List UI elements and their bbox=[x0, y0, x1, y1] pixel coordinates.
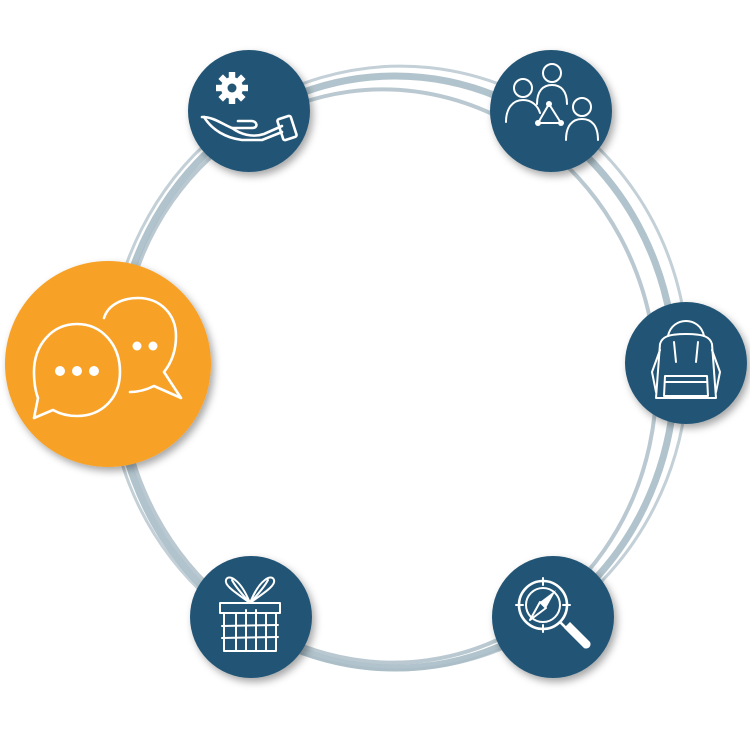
node-chat[interactable] bbox=[5, 261, 211, 467]
node-explore-circle bbox=[492, 556, 614, 678]
node-explore[interactable] bbox=[492, 556, 614, 678]
hand-gear-icon bbox=[200, 72, 298, 142]
node-team[interactable] bbox=[490, 50, 612, 172]
node-gift[interactable] bbox=[190, 556, 312, 678]
node-support-circle bbox=[188, 50, 310, 172]
backpack-icon bbox=[651, 320, 721, 399]
chat-bubbles-icon bbox=[32, 296, 183, 420]
node-team-circle bbox=[490, 50, 612, 172]
node-chat-circle bbox=[5, 261, 211, 467]
node-gift-circle bbox=[190, 556, 312, 678]
compass-magnifier-icon bbox=[515, 577, 591, 649]
node-support[interactable] bbox=[188, 50, 310, 172]
team-network-icon bbox=[505, 63, 599, 141]
gift-icon bbox=[219, 576, 281, 652]
node-backpack[interactable] bbox=[625, 302, 747, 424]
